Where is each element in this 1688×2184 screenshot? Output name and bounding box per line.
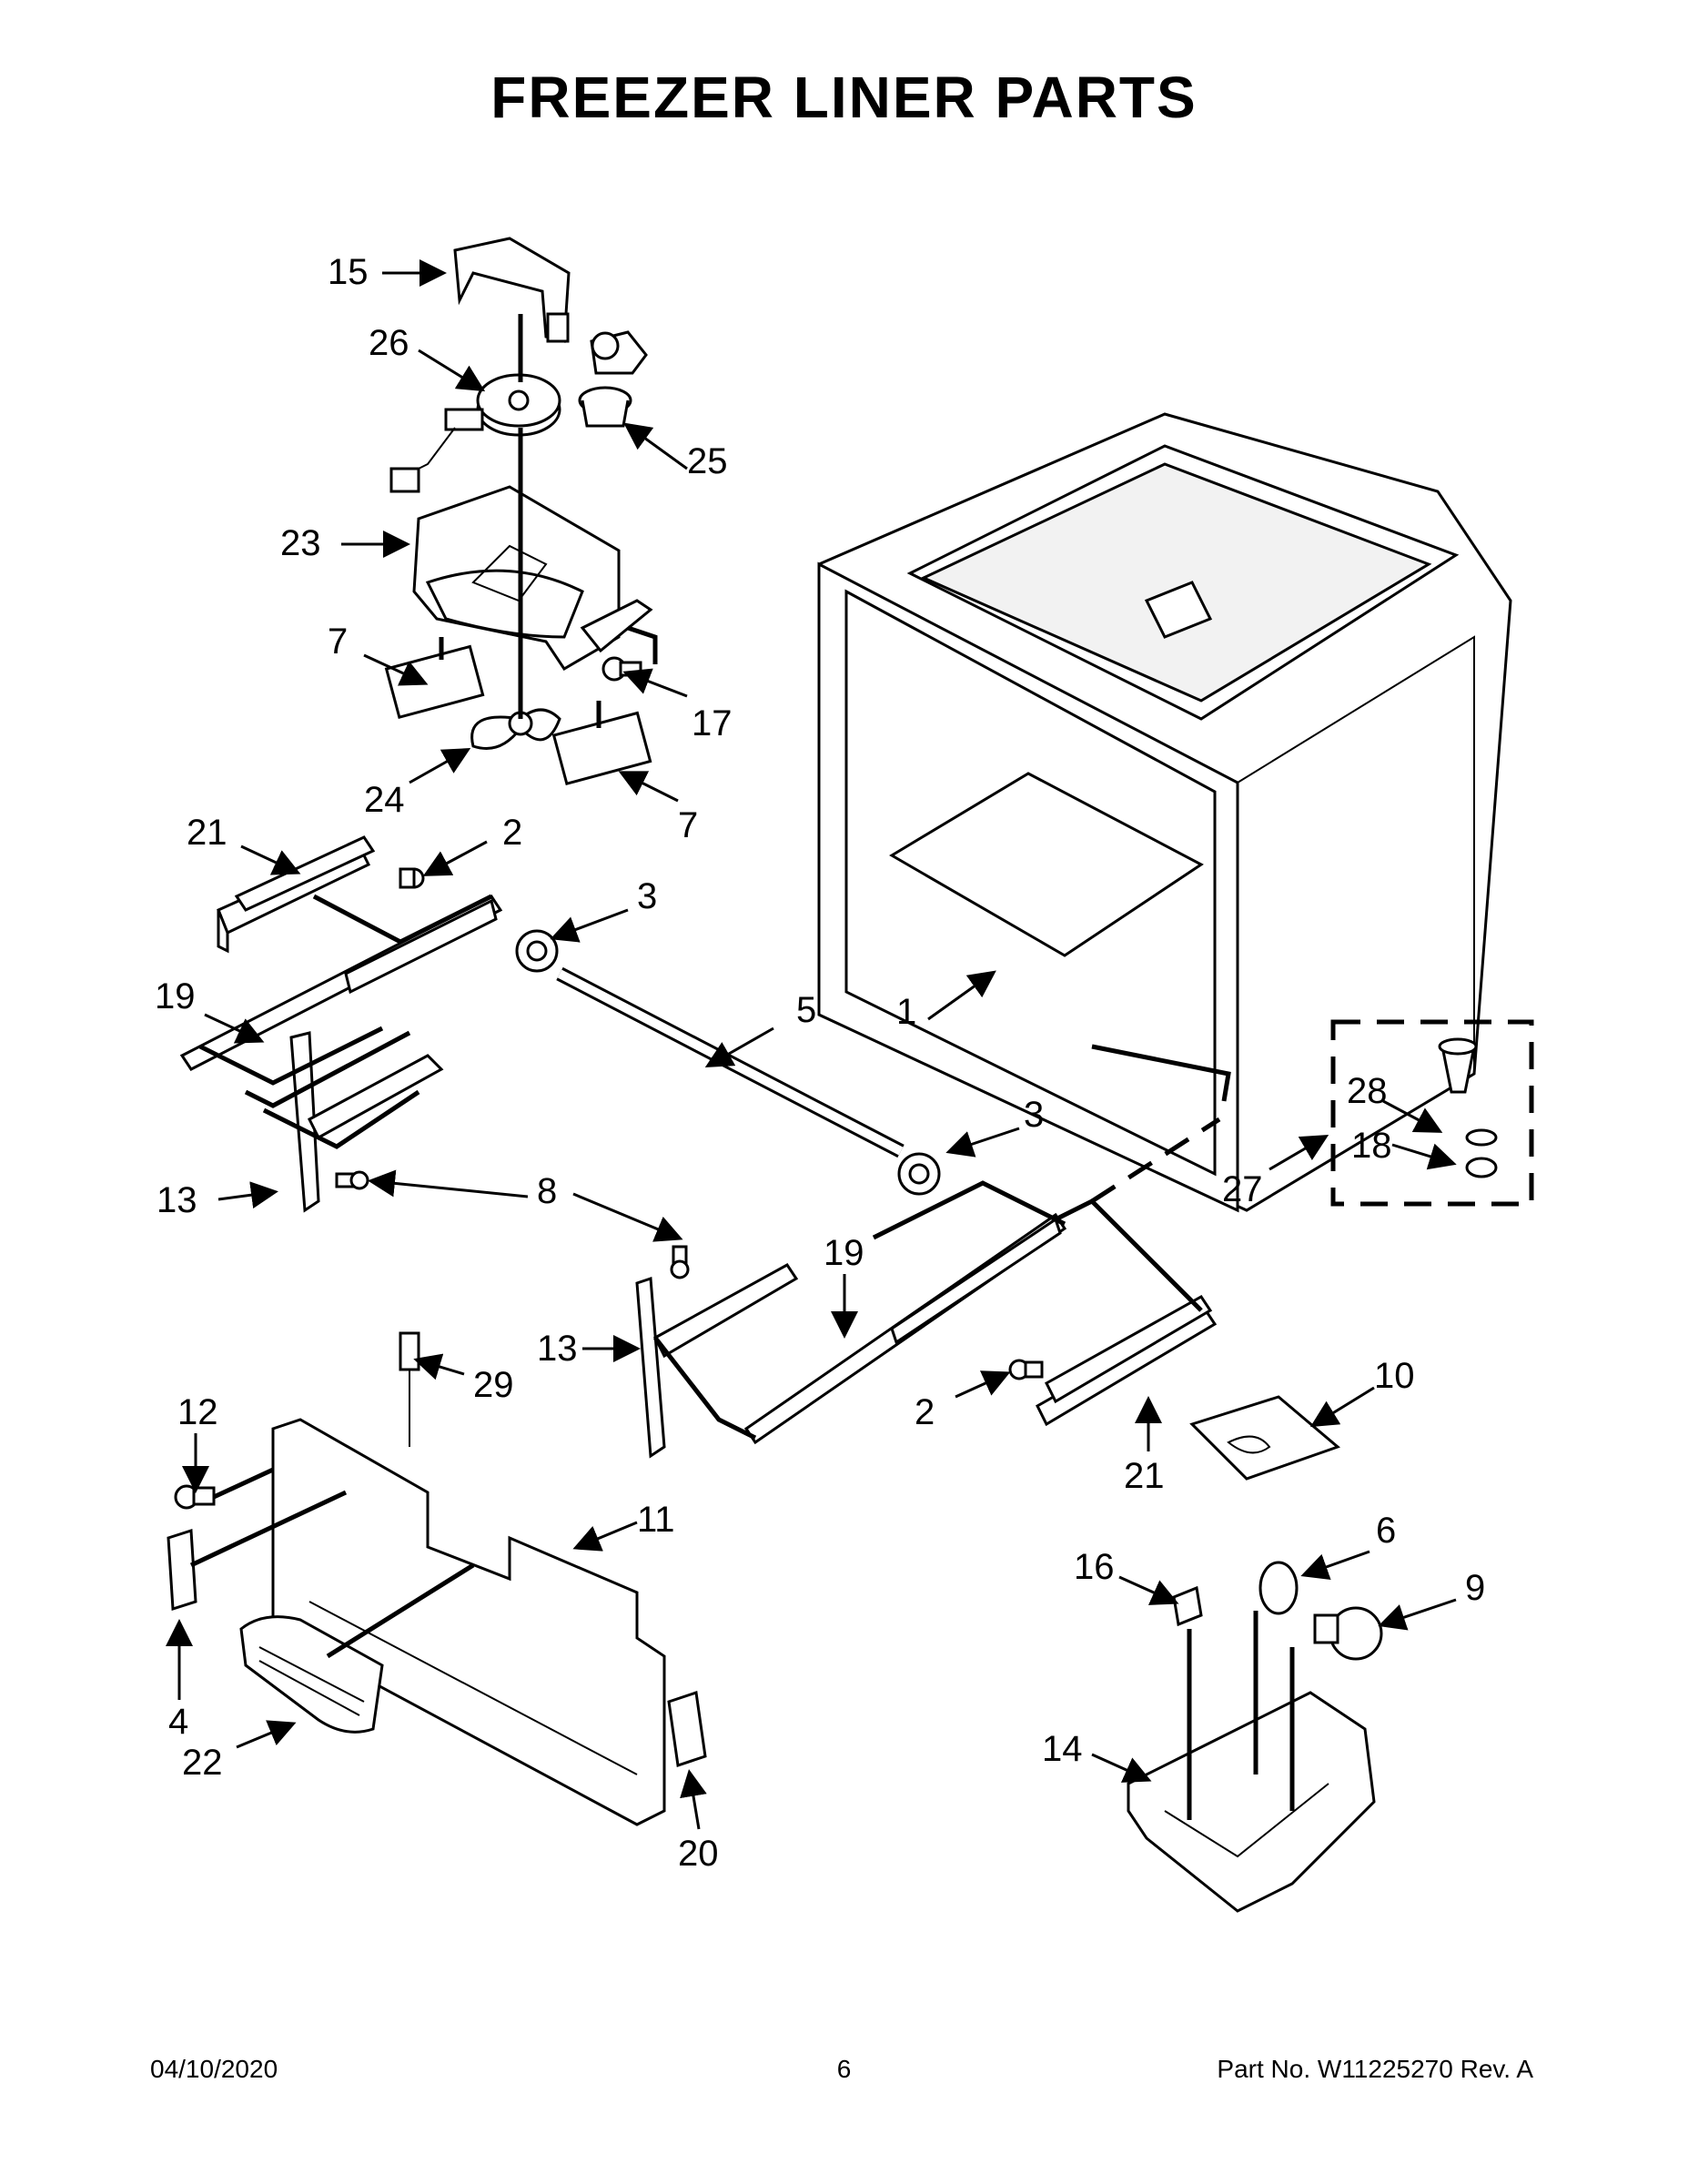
- assembly-lines: [189, 314, 1295, 1820]
- callout-22: 22: [182, 1743, 223, 1783]
- callout-3: 3: [1024, 1095, 1044, 1135]
- callout-10: 10: [1374, 1356, 1415, 1396]
- leader-lines: [166, 259, 1457, 1830]
- callout-16: 16: [1074, 1547, 1115, 1587]
- footer-page-number: 6: [836, 2055, 852, 2083]
- callout-23: 23: [280, 523, 321, 563]
- callout-12: 12: [177, 1392, 218, 1432]
- callout-15: 15: [328, 252, 369, 292]
- callout-26: 26: [369, 323, 409, 363]
- callout-4: 4: [168, 1702, 188, 1742]
- screw-drawing: [670, 1245, 690, 1279]
- foam-pad-drawing: [551, 711, 652, 786]
- footer-date: 04/10/2020: [150, 2055, 278, 2083]
- page-title: FREEZER LINER PARTS: [490, 65, 1198, 130]
- gear-drawing: [897, 1152, 941, 1196]
- callout-17: 17: [692, 703, 733, 743]
- callout-11: 11: [637, 1500, 675, 1540]
- callout-27: 27: [1222, 1169, 1263, 1209]
- seal-strip-drawing: [667, 1691, 707, 1767]
- callout-7: 7: [328, 622, 348, 662]
- rail-bracket-left-drawing: [217, 835, 376, 954]
- screw-drawing: [1008, 1359, 1044, 1380]
- callout-6: 6: [1376, 1511, 1396, 1551]
- callout-21: 21: [1124, 1456, 1165, 1496]
- rear-panel-drawing: [271, 1418, 666, 1826]
- callout-13: 13: [537, 1329, 578, 1369]
- callout-9: 9: [1465, 1568, 1485, 1608]
- grommet-drawing: [578, 330, 648, 428]
- callout-25: 25: [687, 441, 728, 481]
- kit-box-drawing: [1330, 1019, 1534, 1207]
- callout-14: 14: [1042, 1729, 1083, 1769]
- callout-19: 19: [824, 1233, 864, 1273]
- gear-drawing: [515, 929, 559, 973]
- rail-support-left-drawing: [289, 1031, 444, 1213]
- label-drawing: [1189, 1395, 1340, 1481]
- bulb-drawing: [1313, 1606, 1383, 1661]
- freezer-liner-drawing: [817, 412, 1512, 1213]
- foam-pad-drawing: [384, 644, 485, 720]
- callout-2: 2: [915, 1392, 935, 1432]
- callout-5: 5: [796, 990, 816, 1030]
- callout-21: 21: [187, 813, 227, 853]
- clip-drawing: [167, 1528, 197, 1612]
- screw-drawing: [174, 1484, 216, 1510]
- callout-3: 3: [637, 876, 657, 916]
- fan-bracket-drawing: [453, 237, 571, 343]
- switch-drawing: [1172, 1585, 1203, 1627]
- callout-24: 24: [364, 780, 405, 820]
- rail-bracket-right-drawing: [1036, 1295, 1218, 1427]
- rail-support-right-drawing: [635, 1263, 799, 1459]
- callout-8: 8: [537, 1171, 557, 1211]
- callout-13: 13: [157, 1180, 197, 1220]
- fan-shroud-drawing: [412, 485, 653, 672]
- callout-19: 19: [155, 976, 196, 1016]
- grille-drawing: [239, 1615, 384, 1734]
- sensor-drawing: [399, 1331, 420, 1447]
- callouts: 15 26 25 23 7 17 24 7 21 2 3 19 5 1 3 13…: [155, 252, 1485, 1874]
- light-housing-drawing: [1127, 1691, 1376, 1913]
- callout-7: 7: [678, 805, 698, 845]
- socket-drawing: [1258, 1561, 1299, 1615]
- screw-drawing: [399, 867, 425, 889]
- fan-blade-drawing: [470, 708, 561, 750]
- footer-part-number: Part No. W11225270 Rev. A: [1217, 2055, 1533, 2083]
- callout-20: 20: [678, 1834, 719, 1874]
- slide-rail-right-drawing: [743, 1212, 1067, 1445]
- callout-28: 28: [1347, 1071, 1388, 1111]
- callout-18: 18: [1351, 1126, 1392, 1166]
- callout-2: 2: [502, 813, 522, 853]
- fan-motor-drawing: [389, 373, 561, 493]
- callout-1: 1: [896, 992, 916, 1032]
- callout-29: 29: [473, 1365, 514, 1405]
- screw-drawing: [335, 1170, 369, 1190]
